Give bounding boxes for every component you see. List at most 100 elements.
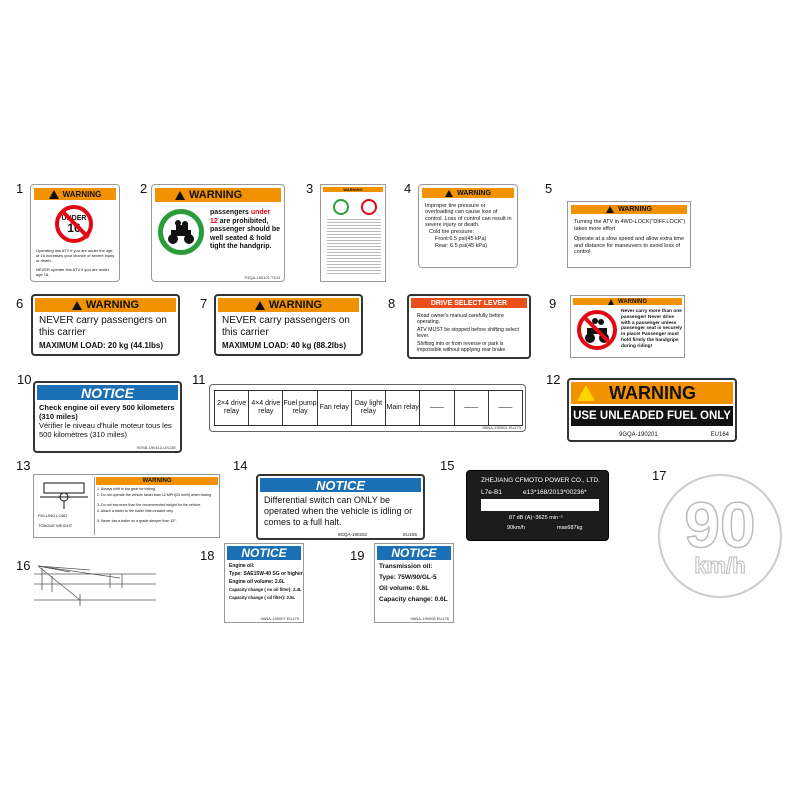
under-text: UNDER	[61, 214, 87, 222]
label-10-engine-oil-notice: NOTICE Check engine oil every 500 kilome…	[33, 381, 182, 453]
notice-header: NOTICE	[37, 384, 178, 401]
towing-rule-4: 4. Attach a trailer to the trailer hitch…	[97, 509, 174, 513]
small-print-lines	[327, 217, 381, 275]
label-15-vin-plate: ZHEJIANG CFMOTO POWER CO., LTD. L7e-B1 e…	[466, 470, 609, 541]
notice-header: NOTICE	[377, 546, 451, 560]
item-number-12: 12	[546, 372, 561, 387]
towing-rule-1: 1. Always shift to low gear for towing.	[97, 487, 156, 491]
transmission-oil-row-4: Capacity change: 0.6L	[379, 596, 448, 603]
tongue-weight-label: TONGUE WEIGHT	[38, 523, 73, 528]
warning-header-text: WARNING	[618, 206, 652, 213]
tire-pressure-text: Improper tire pressure or overloading ca…	[425, 203, 512, 228]
drive-select-bullet-3: Shifting into or from reverse or park is…	[417, 341, 506, 353]
label-10-footer: 9GSB-190413-US13E	[136, 445, 176, 450]
warning-header-text: WARNING	[343, 187, 363, 192]
notice-header-text: NOTICE	[81, 384, 134, 401]
passenger-text-b: are prohibited,	[217, 217, 269, 225]
speed-limit-unit: km/h	[694, 553, 746, 578]
warning-triangle-icon	[608, 298, 614, 305]
carrier-20kg-text: NEVER carry passengers on this carrier	[39, 315, 167, 338]
warning-triangle-icon	[254, 300, 265, 310]
engine-oil-row-1: Engine oil:	[229, 563, 255, 569]
notice-header: NOTICE	[260, 477, 421, 493]
label-12-footer-1: 9GQA-190201	[619, 432, 658, 438]
label-9-passenger-seat-warning: WARNING Never carry more than one passen…	[570, 295, 685, 358]
warning-triangle-icon	[175, 190, 185, 200]
vin-plate-approval: e13*168/2013*00236*	[523, 489, 587, 496]
warning-header-text: WARNING	[85, 299, 140, 311]
vin-plate-maker: ZHEJIANG CFMOTO POWER CO., LTD.	[481, 477, 600, 484]
label-11-relay-chart: 2×4 drive relay 4×4 drive relay Fuel pum…	[209, 384, 526, 432]
passenger-text-c: passenger should be well seated & hold t…	[210, 226, 281, 250]
label-7-carrier-40kg: WARNING NEVER carry passengers on this c…	[214, 294, 363, 356]
item-number-13: 13	[16, 458, 31, 473]
diff-lock-text-2: Operate at a slow speed and allow extra …	[574, 236, 685, 255]
carrier-40kg-max-load: MAXIMUM LOAD: 40 kg (88.2lbs)	[222, 341, 347, 350]
under-16-prohibition-icon: UNDER 16	[55, 205, 93, 243]
vin-plate-category: L7e-B1	[481, 489, 502, 496]
label-5-diff-lock-warning: WARNING Turning the ATV in 4WD-LOCK("DIF…	[567, 201, 691, 268]
label-17-speed-decal: 90 km/h	[658, 474, 782, 598]
vin-plate-speed: 90km/h	[507, 525, 526, 531]
engine-oil-row-5: Capacity change ( oil filter): 2.5L	[229, 595, 296, 600]
passenger-text-under: under	[250, 209, 271, 216]
item-number-9: 9	[549, 296, 557, 311]
warning-header: WARNING	[571, 382, 733, 404]
transmission-oil-row-2: Type: 75W/90/GL-5	[379, 574, 437, 581]
label-12-unleaded-fuel-warning: WARNING USE UNLEADED FUEL ONLY 9GQA-1902…	[567, 378, 737, 442]
label-14-footer-2: EU165	[403, 532, 417, 537]
speed-limit-number: 90	[684, 489, 757, 561]
towing-hitch-diagram: PULLING LOAD TONGUE WEIGHT	[36, 477, 95, 535]
no-passenger-prohibition-icon	[577, 310, 617, 350]
item-number-16: 16	[16, 558, 31, 573]
item-number-18: 18	[200, 548, 215, 563]
relay-cell: ——	[420, 391, 455, 425]
warning-triangle-icon	[71, 300, 82, 310]
warning-header: WARNING	[96, 477, 218, 485]
pulling-load-label: PULLING LOAD	[38, 513, 68, 518]
label-11-footer: 9ANA-190001 EU173	[482, 425, 521, 430]
drive-select-bullet-2: ATV MUST be stopped before shifting sele…	[417, 327, 519, 339]
warning-triangle-icon	[445, 189, 454, 197]
warning-header-text: WARNING	[62, 189, 102, 199]
towing-rule-5: 5. Never tow a trailer on a grade steepe…	[97, 519, 177, 523]
warning-header-text: WARNING	[142, 478, 172, 484]
label-14-differential-notice: NOTICE Differential switch can ONLY be o…	[256, 474, 425, 540]
label-19-footer: 9ANA-190008 EU176	[410, 616, 449, 621]
warning-header: WARNING	[422, 188, 514, 198]
engine-oil-row-4: Capacity change ( no oil filter): 2.4L	[229, 587, 302, 592]
under-16-text-2: NEVER operate this ATV if you are under …	[36, 267, 110, 277]
unleaded-fuel-band: USE UNLEADED FUEL ONLY	[571, 406, 733, 426]
atv-passenger-icon	[158, 209, 204, 255]
warning-header: WARNING	[573, 298, 682, 305]
label-13-towing-warning: PULLING LOAD TONGUE WEIGHT WARNING 1. Al…	[33, 474, 220, 538]
drive-select-header-text: DRIVE SELECT LEVER	[430, 299, 508, 307]
drive-select-header: DRIVE SELECT LEVER	[411, 298, 527, 308]
transmission-oil-row-3: Oil volume: 0.6L	[379, 585, 430, 592]
engine-oil-french: Vérifier le niveau d'huile moteur tous l…	[39, 421, 172, 439]
relay-cell: 2×4 drive relay	[215, 391, 250, 425]
engine-oil-row-2: Type: SAE15W-40 SG or higher	[229, 571, 303, 577]
warning-header: WARNING	[34, 188, 116, 200]
front-tire-pressure: Front:6.5 psi(45 kPa)	[435, 236, 487, 242]
warning-triangle-icon	[606, 206, 615, 213]
item-number-3: 3	[306, 181, 314, 196]
towing-rule-2: 2. Do not operate the vehicle faster tha…	[97, 493, 213, 497]
vin-plate-max-mass: max687kg	[557, 525, 583, 531]
label-14-footer-1: 9GQA-190202	[338, 532, 368, 537]
notice-header-text: NOTICE	[391, 546, 437, 560]
transmission-oil-row-1: Transmission oil:	[379, 563, 433, 570]
label-2-footer: 7GQA-190101 T104	[244, 275, 280, 280]
carrier-40kg-text: NEVER carry passengers on this carrier	[222, 315, 350, 338]
label-12-footer-2: EU164	[710, 432, 729, 438]
carrier-20kg-max-load: MAXIMUM LOAD: 20 kg (44.1lbs)	[39, 341, 164, 350]
warning-header-text: WARNING	[618, 298, 647, 305]
notice-header-text: NOTICE	[315, 477, 366, 493]
engine-oil-english: Check engine oil every 500 kilometers (3…	[39, 403, 175, 421]
relay-cell: 4×4 drive relay	[249, 391, 284, 425]
warning-header: WARNING	[218, 298, 359, 312]
warning-header: WARNING	[571, 205, 687, 214]
diff-lock-text-1: Turning the ATV in 4WD-LOCK("DIFF.LOCK")…	[574, 219, 686, 232]
label-19-transmission-oil-notice: NOTICE Transmission oil: Type: 75W/90/GL…	[374, 543, 454, 623]
relay-cell: ——	[455, 391, 489, 425]
